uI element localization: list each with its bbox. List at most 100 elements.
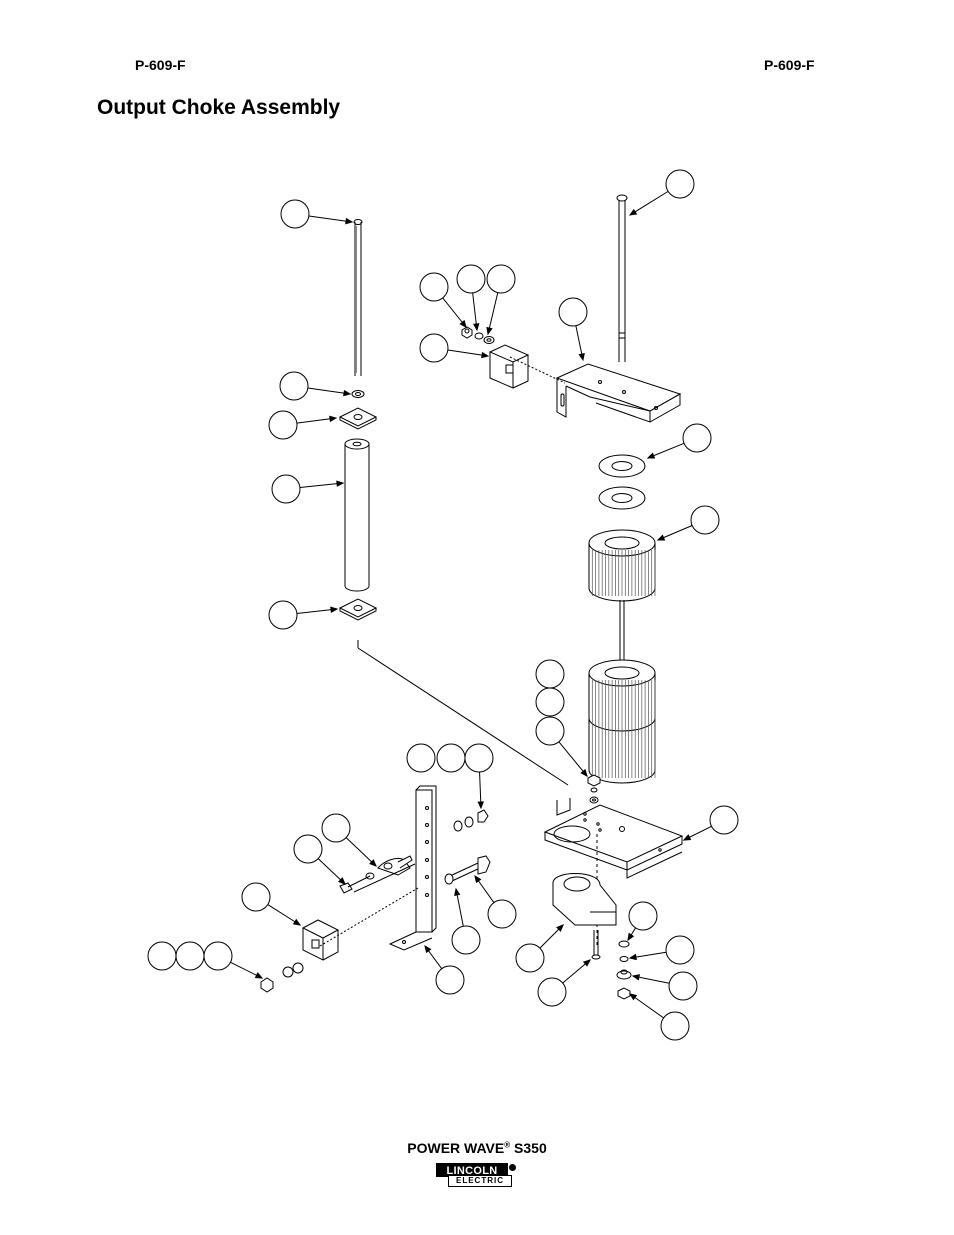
callout-balloon xyxy=(488,900,516,928)
callout-balloon xyxy=(536,688,564,716)
callout-arrowhead xyxy=(294,920,300,925)
callout-leader xyxy=(630,191,668,215)
callout-arrowhead xyxy=(331,607,337,612)
callout-arrowhead xyxy=(482,353,488,358)
bracket-bolt xyxy=(445,856,490,884)
star-washer-lower xyxy=(599,487,645,509)
product-model: S350 xyxy=(514,1140,547,1156)
callout-arrowhead xyxy=(584,960,590,966)
callout-arrowhead xyxy=(557,925,563,931)
callout-balloon xyxy=(559,298,587,326)
callout-arrowhead xyxy=(628,934,633,940)
callout-leader xyxy=(559,742,587,776)
insulating-foot xyxy=(553,873,616,925)
upper-flat-washer xyxy=(484,337,494,344)
callout-balloon xyxy=(666,170,694,198)
lower-hardware xyxy=(261,963,303,992)
callout-arrowhead xyxy=(474,324,479,330)
callout-balloon xyxy=(242,883,270,911)
registered-mark: ® xyxy=(504,1140,511,1150)
callout-arrowhead xyxy=(579,354,584,360)
callout-balloon xyxy=(691,506,719,534)
callout-balloon xyxy=(629,902,657,930)
callout-arrowhead xyxy=(475,876,481,882)
base-nut-stack xyxy=(588,775,600,803)
callout-balloon xyxy=(666,936,694,964)
lower-lug-assembly xyxy=(340,856,412,893)
callout-balloon xyxy=(294,835,322,863)
logo-bottom-text: ELECTRIC xyxy=(448,1175,512,1187)
left-lower-pad xyxy=(340,599,376,620)
page-code-left: P-609-F xyxy=(135,57,186,73)
angle-bracket xyxy=(390,786,436,950)
foot-hardware xyxy=(617,941,631,999)
callout-arrowhead xyxy=(630,210,636,215)
callout-balloon xyxy=(436,966,464,994)
callout-arrowhead xyxy=(460,321,466,327)
callout-arrowhead xyxy=(370,860,376,866)
callout-balloon xyxy=(487,265,515,293)
callout-arrowhead xyxy=(346,219,352,224)
callout-balloon xyxy=(710,806,738,834)
callout-balloon xyxy=(437,744,465,772)
callout-arrowhead xyxy=(256,973,262,978)
callout-leader xyxy=(448,350,488,356)
callout-balloon xyxy=(536,660,564,688)
callout-leader xyxy=(300,483,343,488)
upper-hex-nut xyxy=(462,327,472,338)
callout-leader xyxy=(630,994,664,1018)
left-insulating-tube xyxy=(345,439,369,591)
callout-balloon xyxy=(538,978,566,1006)
callout-balloon xyxy=(148,942,176,970)
upper-mounting-bracket xyxy=(557,364,680,422)
callout-balloon xyxy=(269,411,297,439)
choke-coil-upper xyxy=(589,530,655,601)
callout-arrowhead xyxy=(344,391,350,396)
lower-bolt-centerline xyxy=(354,864,415,892)
left-upper-pad xyxy=(340,408,376,429)
base-plate xyxy=(545,798,682,878)
leader-pad-to-base-b xyxy=(358,648,568,785)
bracket-washers xyxy=(454,810,488,831)
callout-balloon xyxy=(452,926,480,954)
callout-arrowhead xyxy=(581,770,587,776)
callout-arrowhead xyxy=(478,802,483,808)
callout-arrowhead xyxy=(658,535,664,540)
callout-balloon xyxy=(407,744,435,772)
lincoln-electric-logo: LINCOLN ELECTRIC xyxy=(436,1163,516,1189)
callout-arrowhead xyxy=(648,453,654,458)
page-title: Output Choke Assembly xyxy=(97,96,341,119)
callout-leader xyxy=(346,838,376,866)
callout-balloon xyxy=(280,372,308,400)
callout-balloon xyxy=(683,424,711,452)
upper-terminal-block xyxy=(490,345,528,388)
callout-balloon xyxy=(465,744,493,772)
callout-balloon xyxy=(516,944,544,972)
callout-balloon xyxy=(536,717,564,745)
foot-screw xyxy=(592,930,600,959)
choke-coil-lower xyxy=(589,660,655,783)
callout-arrowhead xyxy=(337,481,343,486)
star-washer-upper xyxy=(599,455,645,477)
callout-arrowhead xyxy=(339,878,345,884)
callout-balloon xyxy=(272,475,300,503)
lower-terminal-block xyxy=(303,920,338,960)
callout-balloon xyxy=(669,972,697,1000)
lower-terminal-centerline xyxy=(320,888,418,946)
callout-leader xyxy=(308,388,350,394)
callout-balloon xyxy=(420,273,448,301)
callout-balloon xyxy=(420,334,448,362)
callout-arrowhead xyxy=(425,946,431,952)
callout-arrowhead xyxy=(633,975,639,980)
logo-registered-dot xyxy=(509,1164,516,1171)
callout-leader xyxy=(309,216,352,222)
callout-leader xyxy=(297,609,337,613)
callout-balloon xyxy=(281,200,309,228)
callout-group xyxy=(148,170,738,1040)
callout-balloon xyxy=(176,942,204,970)
footer-product: POWER WAVE® S350 xyxy=(0,1140,954,1156)
callout-balloon xyxy=(457,265,485,293)
callout-arrowhead xyxy=(455,889,460,895)
product-name: POWER WAVE xyxy=(407,1140,505,1156)
